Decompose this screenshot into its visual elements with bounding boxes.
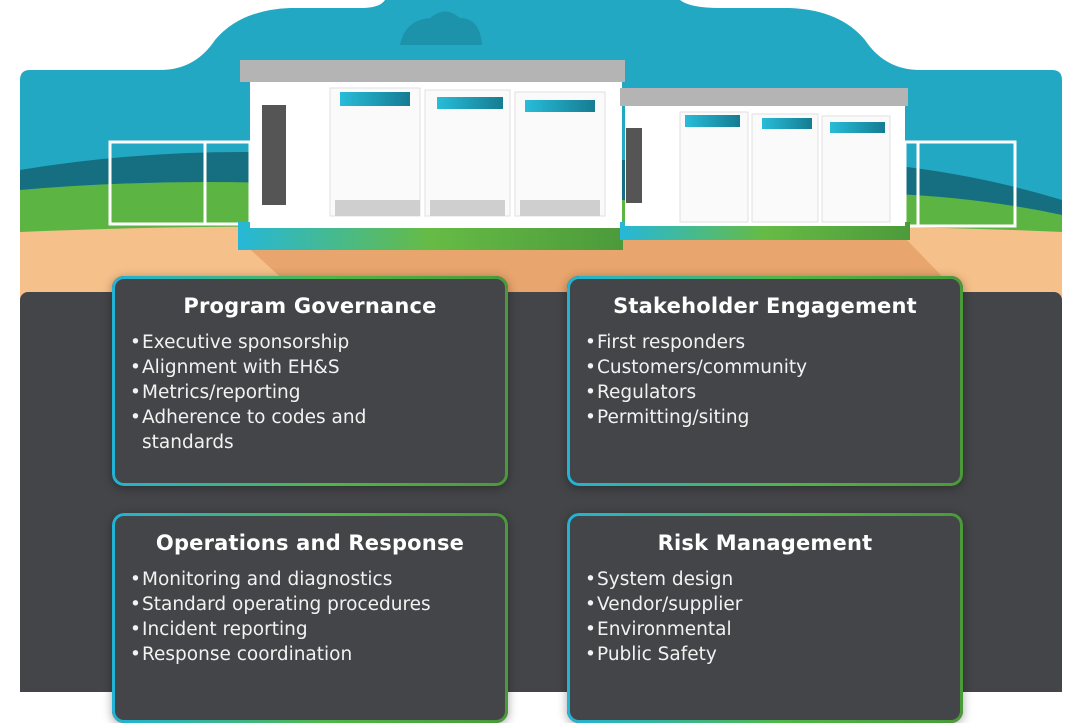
list-item: System design bbox=[585, 567, 963, 592]
list-item: Regulators bbox=[585, 380, 963, 405]
list-item: Public Safety bbox=[585, 642, 963, 667]
battery-storage-illustration bbox=[20, 0, 1062, 300]
list-item: Standard operating procedures bbox=[130, 592, 508, 617]
list-item: Monitoring and diagnostics bbox=[130, 567, 508, 592]
list-item: Environmental bbox=[585, 617, 963, 642]
list-item: Executive sponsorship bbox=[130, 330, 508, 355]
list-item: Alignment with EH&S bbox=[130, 355, 508, 380]
list-item: Adherence to codes and standards bbox=[130, 405, 372, 455]
list-item: First responders bbox=[585, 330, 963, 355]
list-item: Response coordination bbox=[130, 642, 508, 667]
card-title: Risk Management bbox=[657, 531, 873, 555]
card-program-governance: Program Governance Executive sponsorship… bbox=[112, 276, 508, 486]
cloud-icon bbox=[400, 11, 482, 45]
card-title: Operations and Response bbox=[155, 531, 465, 555]
card-title: Program Governance bbox=[183, 294, 437, 318]
card-risk-management: Risk Management System design Vendor/sup… bbox=[567, 513, 963, 723]
list-item: Incident reporting bbox=[130, 617, 508, 642]
card-stakeholder-engagement: Stakeholder Engagement First responders … bbox=[567, 276, 963, 486]
list-item: Vendor/supplier bbox=[585, 592, 963, 617]
list-item: Customers/community bbox=[585, 355, 963, 380]
card-title: Stakeholder Engagement bbox=[613, 294, 917, 318]
card-operations-and-response: Operations and Response Monitoring and d… bbox=[112, 513, 508, 723]
battery-container-1 bbox=[238, 60, 625, 250]
list-item: Permitting/siting bbox=[585, 405, 963, 430]
list-item: Metrics/reporting bbox=[130, 380, 508, 405]
battery-container-2 bbox=[620, 88, 910, 240]
